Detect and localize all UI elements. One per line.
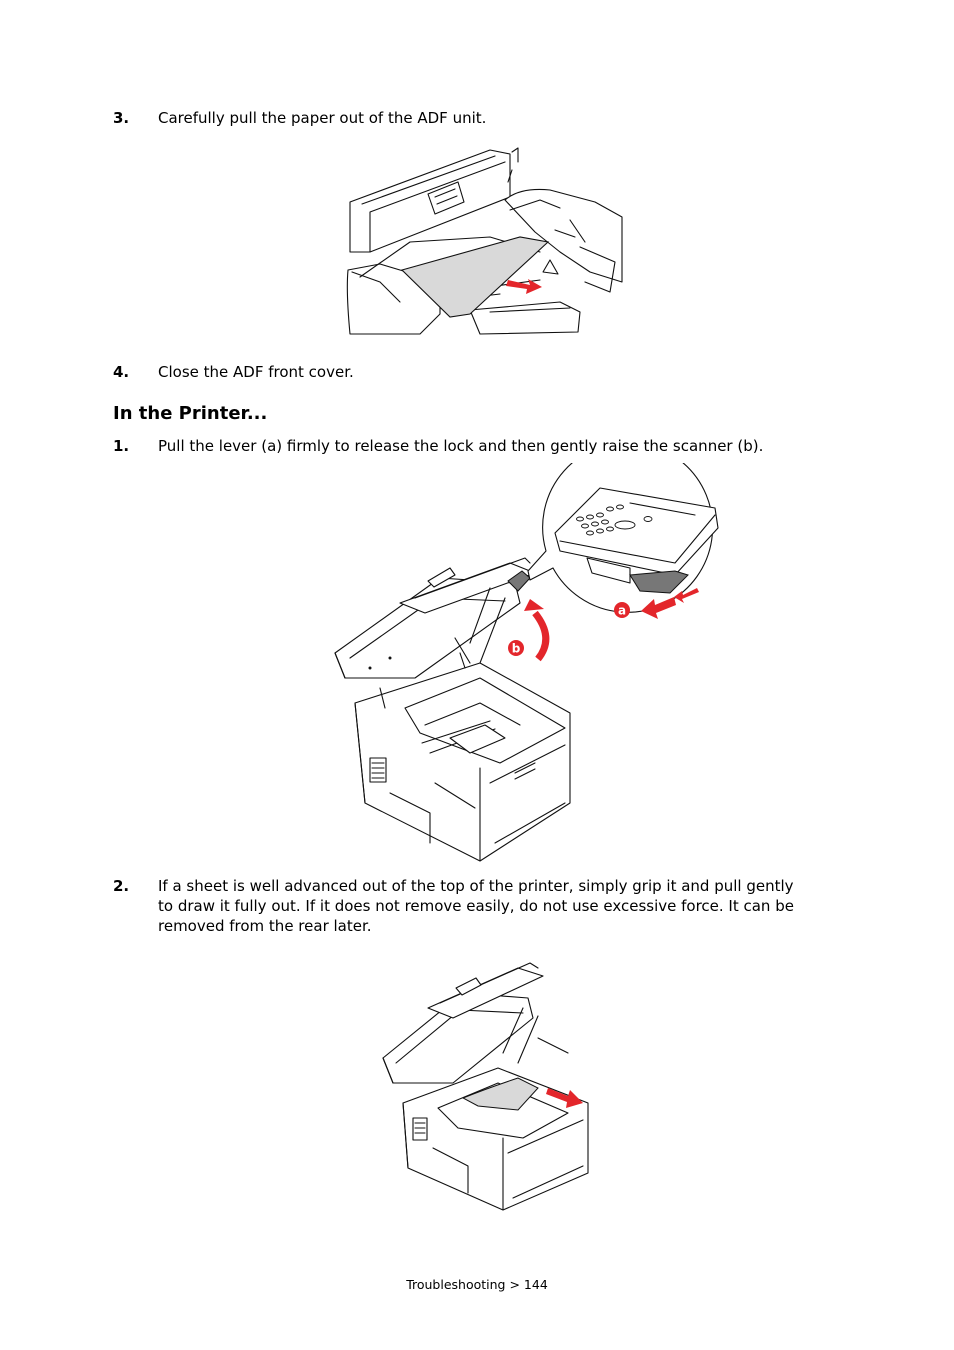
callout-a-label: a — [618, 604, 626, 618]
printer-step-2: 2. If a sheet is well advanced out of th… — [113, 876, 873, 936]
step-number: 1. — [113, 437, 130, 455]
page-footer: Troubleshooting > 144 — [406, 1277, 548, 1292]
step-3: 3. Carefully pull the paper out of the A… — [113, 108, 873, 128]
callout-b-label: b — [512, 642, 521, 656]
step-number: 3. — [113, 109, 130, 127]
printer-step-1: 1. Pull the lever (a) firmly to release … — [113, 436, 873, 456]
step-text: Carefully pull the paper out of the ADF … — [158, 109, 487, 127]
section-heading: In the Printer... — [113, 403, 268, 424]
step-text: Close the ADF front cover. — [158, 363, 354, 381]
adf-paper-removal-illustration — [346, 147, 623, 335]
step-text-line-3: removed from the rear later. — [158, 917, 372, 935]
step-text-line-1: If a sheet is well advanced out of the t… — [158, 877, 794, 895]
remove-sheet-illustration — [382, 962, 589, 1211]
step-text: Pull the lever (a) firmly to release the… — [158, 437, 764, 455]
step-4: 4. Close the ADF front cover. — [113, 362, 873, 382]
step-number: 4. — [113, 363, 130, 381]
step-number: 2. — [113, 877, 130, 895]
raise-scanner-illustration: b a — [334, 463, 719, 862]
step-text-line-2: to draw it fully out. If it does not rem… — [158, 897, 794, 915]
